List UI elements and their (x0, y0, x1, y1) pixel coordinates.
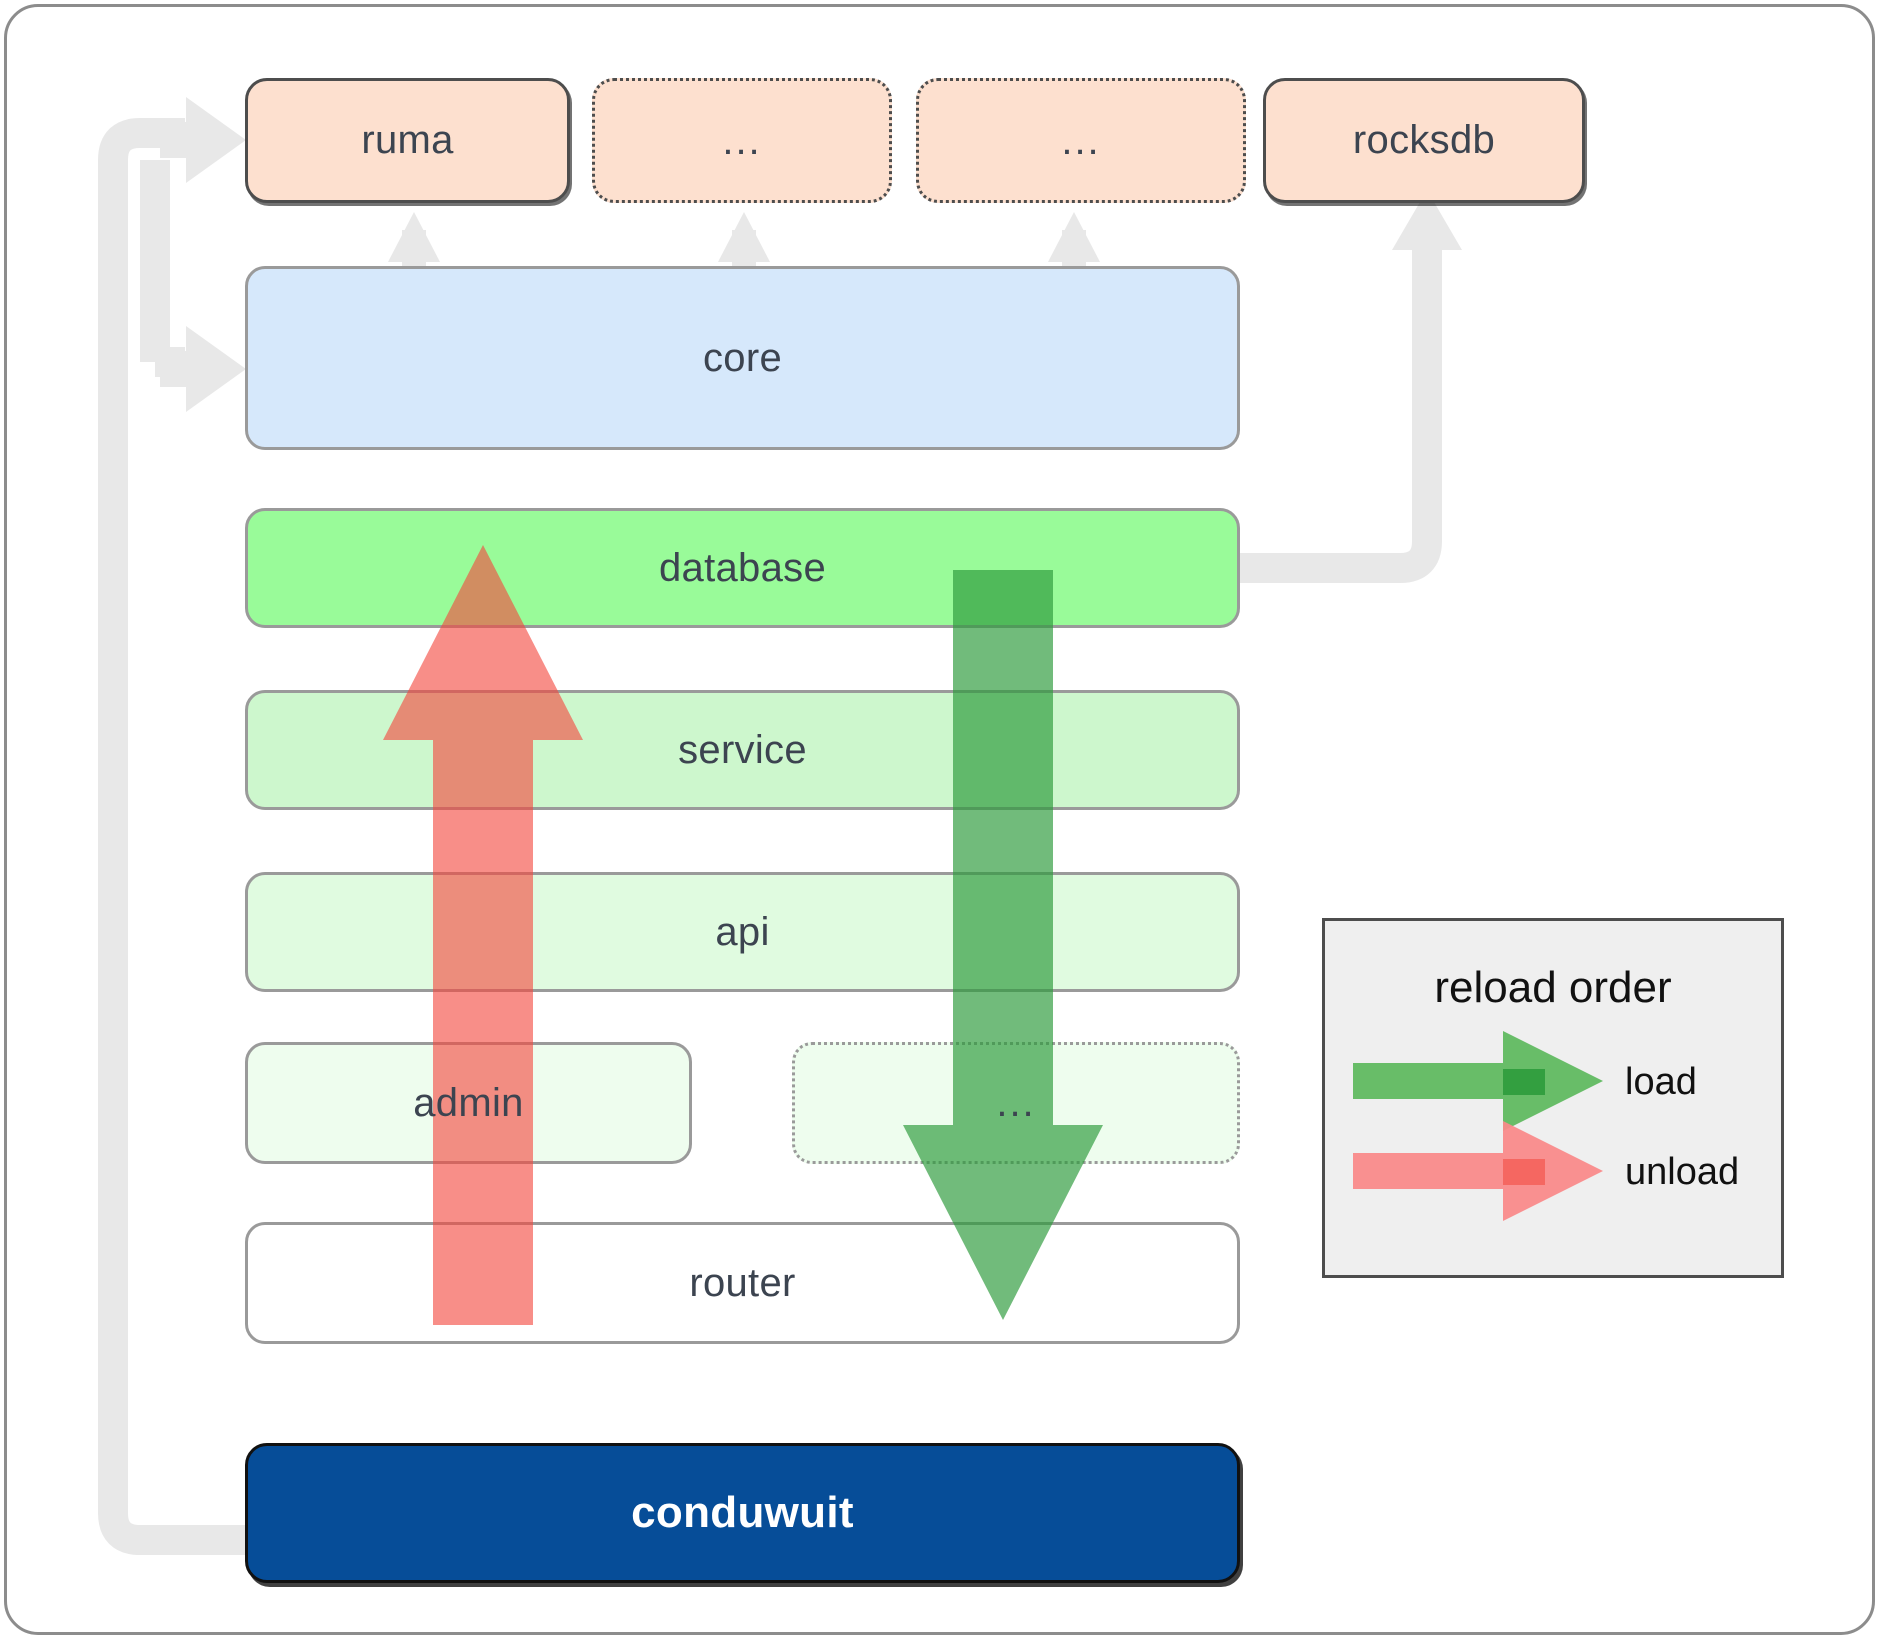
node-dependency-placeholder-2-label: ... (1061, 118, 1101, 163)
legend-load-label: load (1625, 1061, 1697, 1103)
node-service-label: service (678, 727, 807, 772)
node-database-label: database (659, 545, 826, 590)
node-dependency-placeholder-1[interactable]: ... (592, 78, 892, 203)
node-service[interactable]: service (245, 690, 1240, 810)
node-database[interactable]: database (245, 508, 1240, 628)
legend-arrow-unload (1353, 1121, 1603, 1221)
node-conduwuit[interactable]: conduwuit (245, 1443, 1240, 1583)
legend-arrow-load (1353, 1031, 1603, 1131)
legend-unload-label: unload (1625, 1151, 1740, 1193)
node-router-label: router (689, 1260, 796, 1305)
node-admin[interactable]: admin (245, 1042, 692, 1164)
node-api[interactable]: api (245, 872, 1240, 992)
node-rocksdb-label: rocksdb (1352, 118, 1496, 162)
node-core[interactable]: core (245, 266, 1240, 450)
node-rocksdb[interactable]: rocksdb (1263, 78, 1585, 203)
legend-title: reload order (1434, 963, 1672, 1012)
node-conduwuit-label: conduwuit (631, 1488, 854, 1537)
node-layer-placeholder[interactable]: ... (792, 1042, 1240, 1164)
node-core-label: core (702, 335, 782, 380)
node-ruma[interactable]: ruma (245, 78, 570, 203)
node-admin-label: admin (413, 1080, 524, 1125)
node-api-label: api (715, 909, 770, 954)
node-layer-placeholder-label: ... (996, 1081, 1036, 1125)
node-router[interactable]: router (245, 1222, 1240, 1344)
node-dependency-placeholder-2[interactable]: ... (916, 78, 1246, 203)
diagram-outer-frame (4, 4, 1875, 1635)
node-ruma-label: ruma (361, 118, 454, 162)
node-dependency-placeholder-1-label: ... (722, 118, 762, 163)
legend-reload-order: reload order load unload (1322, 918, 1784, 1278)
